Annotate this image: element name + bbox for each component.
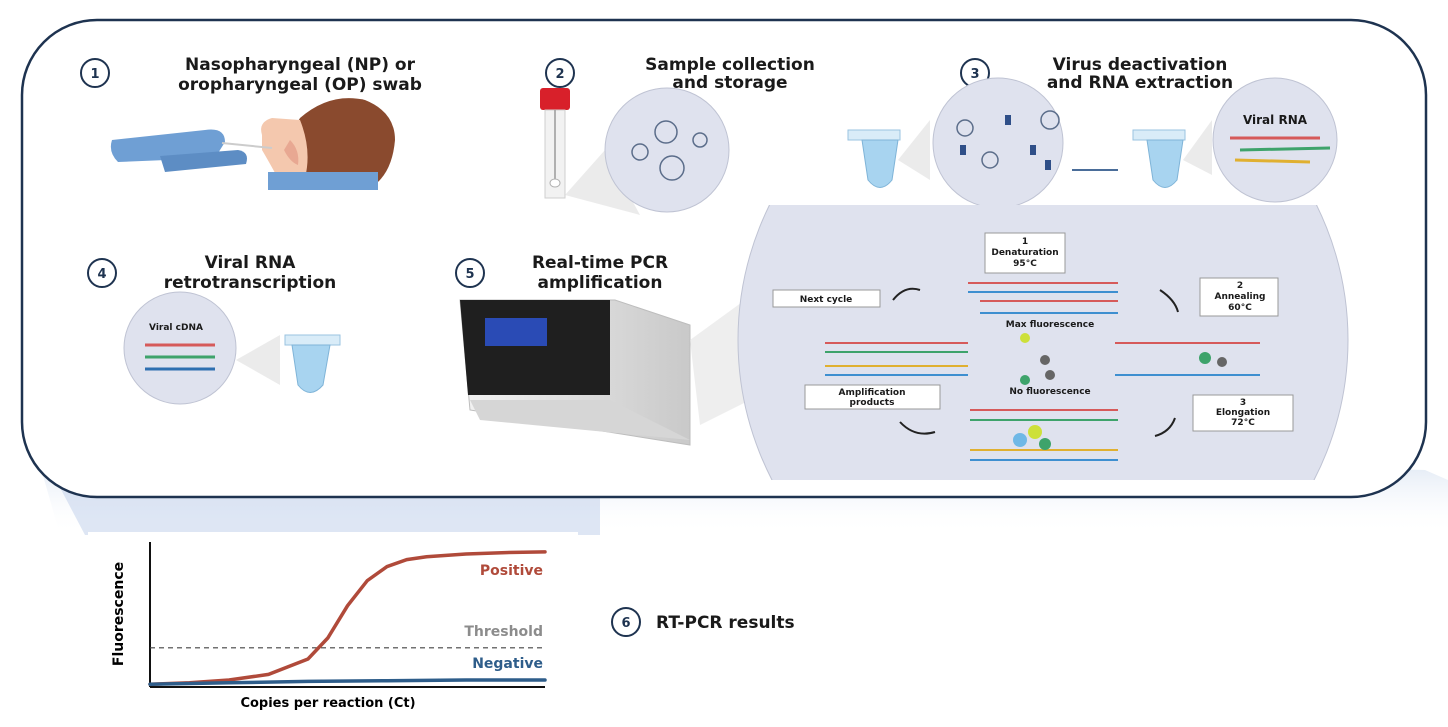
swab-illustration xyxy=(110,98,395,190)
denaturation-box xyxy=(984,232,1066,274)
viral-rna-label: Viral RNA xyxy=(1243,113,1308,127)
step-5-title-line-1: Real-time PCR xyxy=(532,253,668,273)
extraction-zoom-circle xyxy=(932,77,1064,209)
step-6-badge xyxy=(611,607,641,637)
step-2-title-line-2: and storage xyxy=(672,73,787,93)
elongation-number: 3 xyxy=(1240,398,1246,408)
step-1-title-line-2: oropharyngeal (OP) swab xyxy=(178,75,422,95)
step-3-number: 3 xyxy=(970,67,979,82)
next-cycle-box xyxy=(772,289,881,308)
step-6-number: 6 xyxy=(621,616,630,631)
elongation-box xyxy=(1192,394,1294,432)
amplification-products-line-2: products xyxy=(850,398,895,408)
pcr-machine xyxy=(459,299,691,446)
step-6: 6 RT-PCR results xyxy=(611,607,795,637)
virus-zoom-circle xyxy=(604,87,730,213)
step-4-badge xyxy=(87,258,117,288)
step-1-badge xyxy=(80,58,110,88)
step-4-title-line-1: Viral RNA xyxy=(205,253,297,273)
deactivated-virus-icons xyxy=(956,110,1060,169)
no-fluorescence-label: No fluorescence xyxy=(1009,387,1090,397)
step-1-number: 1 xyxy=(90,67,99,82)
annealing-temp: 60°C xyxy=(1228,303,1252,313)
viral-cdna-label: Viral cDNA xyxy=(149,323,203,333)
step-2-number: 2 xyxy=(555,67,564,82)
probe-icons xyxy=(1013,333,1227,450)
dna-strands xyxy=(825,282,1260,461)
cycle-arrows xyxy=(892,287,1179,437)
step-1: 1 Nasopharyngeal (NP) or oropharyngeal (… xyxy=(80,55,422,190)
viral-rna-zoom-circle xyxy=(1212,77,1338,203)
virus-icons xyxy=(631,120,708,181)
pcr-cycle-details: 1 Denaturation 95°C 2 Annealing 60°C 3 E… xyxy=(772,232,1294,461)
negative-curve xyxy=(148,678,547,686)
step-5-badge xyxy=(455,258,485,288)
step-2: 2 Sample collection and storage xyxy=(540,55,815,215)
max-fluorescence-label: Max fluorescence xyxy=(1006,320,1094,330)
viral-cdna-zoom-circle xyxy=(123,291,237,405)
step-5-number: 5 xyxy=(465,267,474,282)
positive-curve xyxy=(148,550,547,686)
step-3: 3 Virus deactivation and RNA extraction … xyxy=(847,55,1338,209)
step-1-title-line-1: Nasopharyngeal (NP) or xyxy=(185,55,416,75)
next-cycle-label: Next cycle xyxy=(800,295,853,305)
chart-x-axis-label: Copies per reaction (Ct) xyxy=(240,696,415,711)
annealing-box xyxy=(1199,277,1279,317)
step-4: 4 Viral RNA retrotranscription Viral cDN… xyxy=(87,253,341,405)
threshold-label: Threshold xyxy=(464,624,543,640)
step-4-title-line-2: retrotranscription xyxy=(164,273,337,293)
annealing-name: Annealing xyxy=(1215,292,1266,302)
chart-y-axis-label: Fluorescence xyxy=(111,562,127,666)
step-5: 5 Real-time PCR amplification xyxy=(455,205,1349,480)
amplification-products-line-1: Amplification xyxy=(838,388,905,398)
pcr-screen xyxy=(485,318,547,346)
extraction-tube-2 xyxy=(1132,129,1186,188)
step-6-title: RT-PCR results xyxy=(656,613,795,633)
extraction-tube-1 xyxy=(847,129,901,188)
step-3-title-line-1: Virus deactivation xyxy=(1053,55,1228,75)
denaturation-number: 1 xyxy=(1022,237,1028,247)
rna-strands xyxy=(1230,136,1331,164)
negative-legend-label: Negative xyxy=(472,656,543,672)
denaturation-name: Denaturation xyxy=(991,248,1058,258)
positive-legend-label: Positive xyxy=(480,563,543,579)
denaturation-temp: 95°C xyxy=(1013,259,1037,269)
cdna-strands xyxy=(145,343,215,371)
step-2-title-line-1: Sample collection xyxy=(645,55,815,75)
elongation-temp: 72°C xyxy=(1231,418,1255,428)
chart-background xyxy=(88,532,578,687)
annealing-number: 2 xyxy=(1237,281,1243,291)
step-2-badge xyxy=(545,58,575,88)
elongation-name: Elongation xyxy=(1216,408,1270,418)
step-5-title-line-2: amplification xyxy=(538,273,663,293)
cdna-tube xyxy=(284,334,341,393)
collection-tube xyxy=(540,88,570,199)
rtpcr-chart: Positive Threshold Negative Fluorescence… xyxy=(88,532,578,711)
amplification-products-box xyxy=(804,384,941,410)
step-4-number: 4 xyxy=(97,267,106,282)
rna-fragment-icons xyxy=(960,115,1051,170)
step-3-title-line-2: and RNA extraction xyxy=(1047,73,1233,93)
